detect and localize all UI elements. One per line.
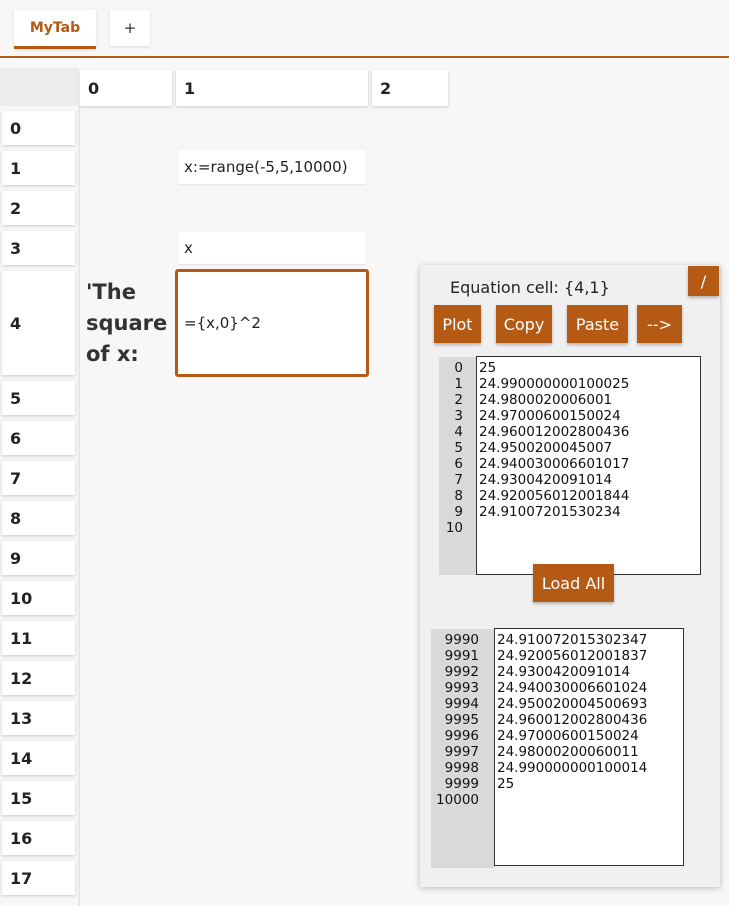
row-header-8[interactable]: 8	[2, 501, 75, 535]
top-list-index: 1	[454, 376, 463, 392]
row-header-11[interactable]: 11	[2, 621, 75, 655]
row-header-0[interactable]: 0	[2, 111, 75, 145]
row-header-10[interactable]: 10	[2, 581, 75, 615]
bottom-list-value: 24.940030006601024	[497, 680, 648, 696]
column-header-1[interactable]: 1	[176, 70, 368, 106]
row-header-6[interactable]: 6	[2, 421, 75, 455]
row-header-15[interactable]: 15	[2, 781, 75, 815]
cell-3-1[interactable]: x	[178, 232, 366, 264]
row-header-9[interactable]: 9	[2, 541, 75, 575]
top-list-value: 24.97000600150024	[479, 408, 621, 424]
cell-4-0-text[interactable]: 'The square of x:	[86, 277, 167, 370]
bottom-list-index: 9993	[444, 680, 479, 696]
column-header-2[interactable]: 2	[372, 70, 448, 106]
bottom-list-value: 24.98000200060011	[497, 744, 639, 760]
top-list-index: 2	[454, 392, 463, 408]
top-list-index: 10	[445, 520, 463, 536]
bottom-list-index: 10000	[436, 792, 479, 808]
bottom-list-index: 9992	[444, 664, 479, 680]
bottom-list-index: 9998	[444, 760, 479, 776]
bottom-values-list[interactable]	[494, 628, 684, 866]
top-list-value: 24.91007201530234	[479, 504, 621, 520]
row-header-12[interactable]: 12	[2, 661, 75, 695]
top-list-value: 24.940030006601017	[479, 456, 630, 472]
bottom-list-index-gutter	[431, 629, 495, 868]
bottom-list-value: 24.960012002800436	[497, 712, 648, 728]
bottom-list-index: 9997	[444, 744, 479, 760]
top-list-value: 24.9300420091014	[479, 472, 613, 488]
bottom-list-value: 24.97000600150024	[497, 728, 639, 744]
top-list-index: 5	[454, 440, 463, 456]
row-header-2[interactable]: 2	[2, 191, 75, 225]
row-header-7[interactable]: 7	[2, 461, 75, 495]
top-list-value: 24.9500200045007	[479, 440, 613, 456]
plot-button[interactable]: Plot	[434, 305, 481, 343]
add-tab-button[interactable]: +	[110, 10, 150, 46]
bottom-list-index: 9995	[444, 712, 479, 728]
arrow-button[interactable]: -->	[637, 305, 682, 343]
top-list-index: 6	[454, 456, 463, 472]
panel-title: Equation cell: {4,1}	[450, 278, 610, 297]
bottom-list-value: 24.990000000100014	[497, 760, 648, 776]
tab-bar: MyTab +	[0, 0, 729, 58]
cell-4-0-line1: 'The	[86, 280, 136, 304]
row-header-17[interactable]: 17	[2, 861, 75, 895]
cell-1-1[interactable]: x:=range(-5,5,10000)	[178, 150, 366, 184]
bottom-list-index: 9991	[444, 648, 479, 664]
top-list-index: 7	[454, 472, 463, 488]
top-list-index: 3	[454, 408, 463, 424]
row-header-3[interactable]: 3	[2, 231, 75, 265]
row-header-1[interactable]: 1	[2, 151, 75, 185]
bottom-list-value: 24.950020004500693	[497, 696, 648, 712]
row-header-4[interactable]: 4	[2, 271, 75, 375]
equation-panel: Equation cell: {4,1} / Plot Copy Paste -…	[420, 265, 720, 887]
toggle-panel-button[interactable]: /	[688, 266, 719, 296]
paste-button[interactable]: Paste	[567, 305, 628, 343]
tab-mytab[interactable]: MyTab	[14, 10, 96, 49]
top-values-list[interactable]	[476, 356, 701, 575]
column-header-0[interactable]: 0	[80, 70, 172, 106]
bottom-list-index: 9996	[444, 728, 479, 744]
copy-button[interactable]: Copy	[496, 305, 552, 343]
grid-corner	[0, 68, 78, 106]
top-list-index-gutter	[439, 357, 477, 575]
row-header-13[interactable]: 13	[2, 701, 75, 735]
bottom-list-value: 24.910072015302347	[497, 632, 648, 648]
cell-4-1-selected[interactable]: ={x,0}^2	[175, 269, 369, 377]
bottom-list-value: 25	[497, 776, 515, 792]
load-all-button[interactable]: Load All	[533, 564, 614, 602]
top-list-index: 8	[454, 488, 463, 504]
bottom-list-value: 24.920056012001837	[497, 648, 648, 664]
top-list-value: 24.960012002800436	[479, 424, 630, 440]
row-header-14[interactable]: 14	[2, 741, 75, 775]
top-list-index: 9	[454, 504, 463, 520]
bottom-list-index: 9994	[444, 696, 479, 712]
top-list-value: 24.9800020006001	[479, 392, 613, 408]
cell-4-0-line3: of x:	[86, 342, 139, 366]
row-header-16[interactable]: 16	[2, 821, 75, 855]
top-list-index: 0	[454, 360, 463, 376]
top-list-value: 24.920056012001844	[479, 488, 630, 504]
cell-4-0-line2: square	[86, 311, 168, 335]
row-header-5[interactable]: 5	[2, 381, 75, 415]
bottom-list-index: 9999	[444, 776, 479, 792]
top-list-index: 4	[454, 424, 463, 440]
row-header-divider	[78, 106, 80, 906]
top-list-value: 24.990000000100025	[479, 376, 630, 392]
bottom-list-index: 9990	[444, 632, 479, 648]
top-list-value: 25	[479, 360, 497, 376]
bottom-list-value: 24.9300420091014	[497, 664, 631, 680]
